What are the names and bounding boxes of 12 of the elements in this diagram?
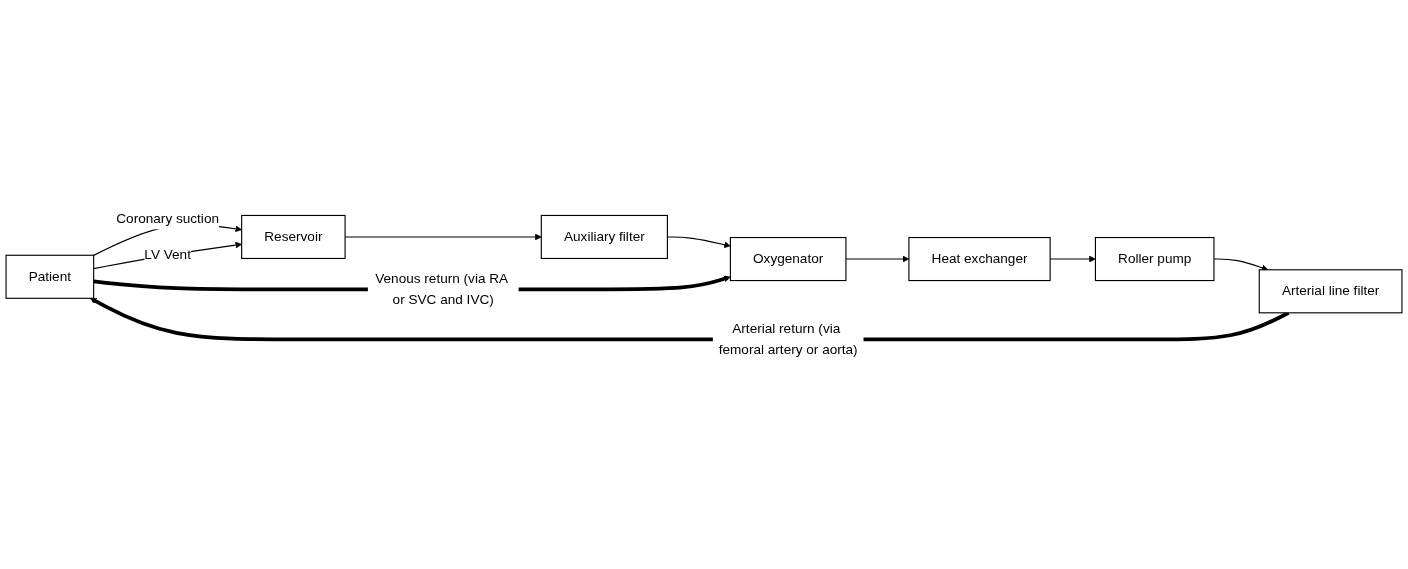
node-box: Roller pump <box>1094 237 1215 282</box>
edge-label: Arterial return (via femoral artery or aorta) <box>718 321 858 357</box>
node-box: Oxygenator <box>729 237 847 282</box>
edge-label: LV Vent <box>144 246 191 262</box>
edge-label: Venous return (via RA or SVC and IVC) <box>375 271 508 307</box>
node-box: Auxiliary filter <box>540 214 668 260</box>
node-box: Patient <box>5 254 95 299</box>
node-box: Reservoir <box>241 214 346 260</box>
arrow <box>93 241 242 270</box>
node-box: Arterial line filter <box>1258 269 1403 314</box>
node-box: Heat exchanger <box>908 237 1051 282</box>
edge-label: Coronary suction <box>116 211 220 227</box>
